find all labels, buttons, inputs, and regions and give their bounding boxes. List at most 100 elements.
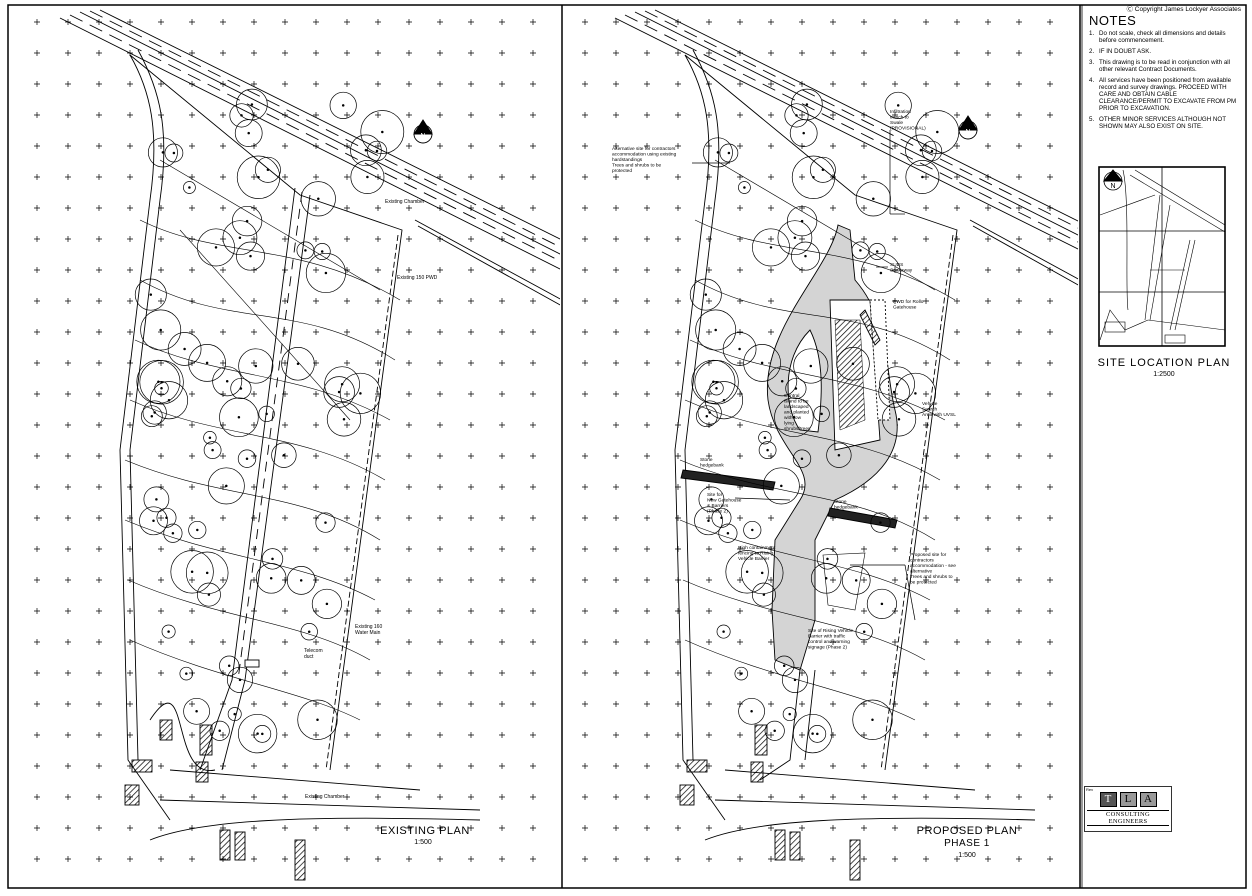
grid-cross (1047, 143, 1053, 149)
grid-cross (344, 360, 350, 366)
grid-cross (923, 546, 929, 552)
grid-cross (499, 112, 505, 118)
grid-cross (96, 81, 102, 87)
grid-cross (530, 81, 536, 87)
grid-cross (96, 298, 102, 304)
grid-cross (437, 825, 443, 831)
tree-trunk (760, 571, 764, 575)
grid-cross (499, 608, 505, 614)
grid-cross (675, 360, 681, 366)
tree (791, 155, 836, 199)
grid-cross (282, 453, 288, 459)
tree (894, 372, 936, 414)
tree (237, 449, 257, 468)
grid-cross (468, 298, 474, 304)
grid-cross (1047, 112, 1053, 118)
grid-cross (613, 236, 619, 242)
grid-cross (313, 50, 319, 56)
grid-cross (468, 794, 474, 800)
grid-cross (220, 143, 226, 149)
grid-cross (344, 267, 350, 273)
label-telecom-1: Telecom (304, 648, 323, 654)
grid-cross (406, 360, 412, 366)
grid-cross (96, 670, 102, 676)
tree (134, 278, 167, 311)
label-high-containment: High containment (738, 545, 776, 551)
grid-cross (1047, 732, 1053, 738)
grid-cross (799, 484, 805, 490)
grid-cross (613, 298, 619, 304)
tree (719, 143, 739, 163)
grid-cross (530, 391, 536, 397)
grid-cross (375, 205, 381, 211)
leader-lines (692, 130, 916, 621)
tree-trunk (167, 630, 170, 633)
grid-cross (158, 298, 164, 304)
tree (855, 181, 891, 217)
tree (758, 431, 772, 445)
tree-trunk (237, 416, 241, 419)
grid-cross (158, 391, 164, 397)
grid-cross (65, 515, 71, 521)
grid-cross (830, 577, 836, 583)
grid-cross (1047, 484, 1053, 490)
note-item: 1.Do not scale, check all dimensions and… (1089, 30, 1241, 44)
grid-cross (375, 50, 381, 56)
grid-cross (406, 391, 412, 397)
grid-cross (675, 608, 681, 614)
grid-cross (613, 546, 619, 552)
grid-cross (644, 577, 650, 583)
grid-cross (313, 298, 319, 304)
grid-cross (313, 763, 319, 769)
tree-trunk (896, 104, 900, 107)
grid-cross (1016, 422, 1022, 428)
grid-cross (768, 639, 774, 645)
grid-cross (954, 701, 960, 707)
grid-cross (613, 205, 619, 211)
grid-cross (1047, 360, 1053, 366)
grid-cross (706, 205, 712, 211)
grid-cross (220, 19, 226, 25)
grid-cross (861, 236, 867, 242)
grid-cross (737, 577, 743, 583)
grid-cross (468, 422, 474, 428)
notes-panel: Ⓒ Copyright James Lockyer Associates NOT… (1083, 4, 1245, 134)
grid-cross (892, 81, 898, 87)
grid-cross (251, 577, 257, 583)
grid-cross (613, 81, 619, 87)
grid-cross (892, 484, 898, 490)
label-proposed-site: contractors (910, 558, 934, 564)
grid-cross (954, 515, 960, 521)
grid-cross (468, 174, 474, 180)
grid-cross (282, 608, 288, 614)
grid-cross (1047, 298, 1053, 304)
grid-cross (282, 515, 288, 521)
grid-cross (706, 825, 712, 831)
tree (238, 348, 274, 384)
grid-cross (406, 267, 412, 273)
grid-cross (251, 81, 257, 87)
grid-cross (406, 577, 412, 583)
grid-cross (892, 329, 898, 335)
grid-cross (406, 81, 412, 87)
grid-cross (468, 515, 474, 521)
grid-cross (830, 825, 836, 831)
grid-cross (644, 546, 650, 552)
grid-cross (468, 825, 474, 831)
grid-cross (530, 112, 536, 118)
grid-cross (251, 639, 257, 645)
grid-cross (1016, 546, 1022, 552)
grid-cross (96, 763, 102, 769)
tree-trunk (871, 718, 874, 722)
grid-cross (375, 484, 381, 490)
grid-cross (582, 267, 588, 273)
grid-cross (737, 205, 743, 211)
grid-cross (706, 701, 712, 707)
grid-cross (1016, 639, 1022, 645)
grid-cross (706, 577, 712, 583)
note-text: IF IN DOUBT ASK. (1099, 48, 1152, 55)
grid-cross (706, 50, 712, 56)
grid-cross (344, 546, 350, 552)
grid-cross (375, 577, 381, 583)
